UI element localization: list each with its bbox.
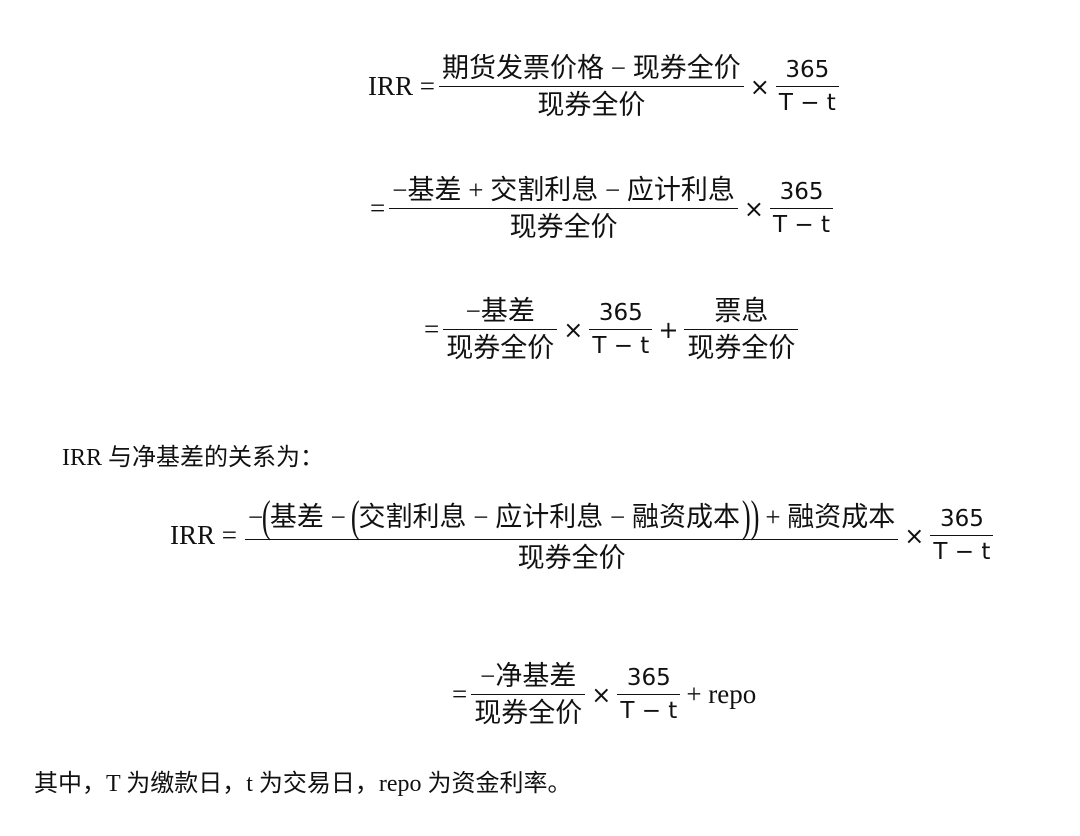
times-sign: × (749, 72, 770, 101)
numerator: 365 (626, 665, 671, 691)
fraction-bar (443, 329, 558, 330)
denominator: 现券全价 (446, 333, 555, 363)
fraction-bar (589, 329, 653, 330)
numerator: 365 (785, 57, 830, 83)
fraction-bar (775, 86, 839, 87)
numerator: 365 (598, 300, 643, 326)
formula-lhs: IRR = (170, 520, 237, 550)
plus-sign: + (658, 315, 679, 344)
fraction: −基差 现券全价 (443, 293, 558, 366)
fraction-bar (617, 694, 681, 695)
left-paren: ( (262, 492, 271, 541)
left-paren: ( (350, 492, 360, 541)
numerator: 365 (779, 179, 824, 205)
fraction-bar (389, 208, 738, 209)
fraction-365: 365 T − t (617, 662, 681, 727)
term-interest: 交割利息 − 应计利息 − 融资成本 (358, 502, 740, 532)
fraction-bar (245, 539, 899, 540)
denominator: T − t (773, 212, 830, 238)
fraction-bar (439, 86, 744, 87)
plus-repo: + repo (686, 679, 757, 709)
numerator: −净基差 (480, 661, 577, 691)
fraction-365: 365 T − t (589, 297, 653, 362)
numerator: 365 (939, 506, 984, 532)
formula-irr-3: = −基差 现券全价 × 365 T − t + 票息 现券全价 (424, 293, 802, 366)
denominator: 现券全价 (509, 212, 618, 242)
fraction-bar (471, 694, 586, 695)
formula-lhs: = (452, 679, 468, 709)
right-paren: )) (741, 492, 760, 541)
footnote: 其中，T 为缴款日，t 为交易日，repo 为资金利率。 (34, 771, 572, 797)
denominator: 现券全价 (687, 333, 796, 363)
fraction: −基差 + 交割利息 − 应计利息 现券全价 (389, 172, 738, 245)
fraction-bar (930, 535, 994, 536)
numerator: −基差 (465, 296, 535, 326)
formula-lhs: IRR = (368, 71, 435, 101)
times-sign: × (563, 315, 584, 344)
fraction-bar (770, 208, 833, 209)
times-sign: × (743, 194, 765, 223)
denominator: T − t (592, 333, 650, 359)
fraction-365: 365 T − t (775, 54, 839, 119)
formula-irr-repo: = −净基差 现券全价 × 365 T − t + repo (452, 658, 756, 731)
formula-lhs: = (424, 314, 440, 344)
fraction-365: 365 T − t (930, 503, 994, 568)
fraction-bar (684, 329, 799, 330)
minus-sign: − (248, 502, 264, 532)
denominator: T − t (933, 539, 991, 565)
fraction: − ( 基差 − ( 交割利息 − 应计利息 − 融资成本 )) + 融资成本 … (245, 495, 899, 576)
denominator: 现券全价 (474, 698, 583, 728)
term-basis: 基差 − (269, 502, 346, 532)
fraction: −净基差 现券全价 (471, 658, 586, 731)
fraction-coupon: 票息 现券全价 (684, 293, 799, 366)
fraction: 期货发票价格 − 现券全价 现券全价 (439, 50, 744, 123)
times-sign: × (904, 521, 925, 550)
denominator: T − t (778, 90, 836, 116)
term-financing: + 融资成本 (765, 502, 896, 532)
numerator: 期货发票价格 − 现券全价 (442, 53, 741, 83)
formula-lhs: = (370, 193, 386, 223)
denominator: 现券全价 (537, 90, 646, 120)
formula-irr-net-basis: IRR = − ( 基差 − ( 交割利息 − 应计利息 − 融资成本 )) +… (170, 495, 997, 576)
fraction-365: 365 T − t (770, 176, 833, 241)
formula-irr-2: = −基差 + 交割利息 − 应计利息 现券全价 × 365 T − t (370, 172, 837, 245)
relation-text: IRR 与净基差的关系为： (62, 445, 325, 471)
numerator: 票息 (714, 296, 769, 326)
numerator: − ( 基差 − ( 交割利息 − 应计利息 − 融资成本 )) + 融资成本 (245, 495, 898, 539)
numerator: −基差 + 交割利息 − 应计利息 (392, 175, 735, 205)
times-sign: × (591, 680, 612, 709)
formula-irr-1: IRR = 期货发票价格 − 现券全价 现券全价 × 365 T − t (368, 50, 843, 123)
denominator: T − t (620, 698, 678, 724)
denominator: 现券全价 (517, 543, 626, 573)
